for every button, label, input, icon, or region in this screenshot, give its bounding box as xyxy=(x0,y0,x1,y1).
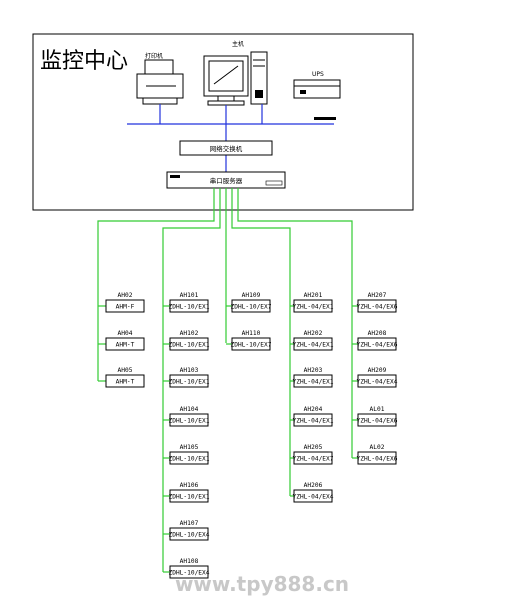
device-model: AHM-F xyxy=(116,303,135,310)
device-box xyxy=(169,337,209,351)
device-box xyxy=(293,299,333,313)
trunk-column-5 xyxy=(237,188,353,458)
device-box xyxy=(293,413,333,427)
device-tag: AH209 xyxy=(368,367,387,374)
device-model: ZDHL-10/EX1 xyxy=(169,417,210,424)
watermark-text: www.tpy888.cn xyxy=(175,572,349,596)
device-box xyxy=(105,374,145,388)
serial-server-label: 串口服务器 xyxy=(210,176,243,185)
device-model: YZHL-04/EX4 xyxy=(293,493,334,500)
switch-label: 网络交换机 xyxy=(210,144,243,153)
trunk-column-4 xyxy=(231,188,291,496)
monitoring-center-title: 监控中心 xyxy=(40,49,128,74)
device-tag: AH203 xyxy=(304,367,323,374)
device-box xyxy=(293,451,333,465)
device-box xyxy=(105,337,145,351)
device-tag: AH202 xyxy=(304,330,323,337)
device-model: YZHL-04/EX1 xyxy=(293,417,334,424)
device-tag: AH208 xyxy=(368,330,387,337)
device-box xyxy=(357,337,397,351)
device-tag: AH107 xyxy=(180,520,199,527)
device-box xyxy=(169,489,209,503)
trunk-column-1 xyxy=(97,188,215,381)
device-model: ZDHL-10/EX1 xyxy=(169,493,210,500)
device-model: ZDHL-10/EX1 xyxy=(169,341,210,348)
device-tag: AH101 xyxy=(180,292,199,299)
device-model: ZDHL-10/EX4 xyxy=(169,531,210,538)
device-tag: AH110 xyxy=(242,330,261,337)
device-box xyxy=(231,299,271,313)
device-box xyxy=(169,299,209,313)
device-model: ZDHL-10/EX7 xyxy=(231,341,272,348)
bus-terminator xyxy=(314,117,336,120)
device-box xyxy=(293,374,333,388)
device-model: YZHL-04/EX4 xyxy=(357,378,398,385)
device-tag: AH206 xyxy=(304,482,323,489)
device-model: AHM-T xyxy=(116,341,135,348)
device-box xyxy=(169,451,209,465)
host-label: 主机 xyxy=(232,40,244,48)
device-tag: AH201 xyxy=(304,292,323,299)
device-model: ZDHL-10/EX4 xyxy=(169,569,210,576)
device-box xyxy=(357,299,397,313)
device-tag: AH102 xyxy=(180,330,199,337)
device-tag: AH04 xyxy=(118,330,133,337)
device-model: AHM-T xyxy=(116,378,135,385)
device-box xyxy=(357,374,397,388)
device-model: YZHL-04/EX6 xyxy=(357,303,398,310)
device-tag: AH103 xyxy=(180,367,199,374)
device-model: YZHL-04/EX7 xyxy=(293,455,334,462)
device-box xyxy=(169,527,209,541)
field-devices: AH02AHM-FAH04AHM-TAH05AHM-TAH101ZDHL-10/… xyxy=(98,292,398,579)
device-tag: AL01 xyxy=(370,406,385,413)
device-model: YZHL-04/EX6 xyxy=(357,417,398,424)
device-tag: AH106 xyxy=(180,482,199,489)
device-tag: AL02 xyxy=(370,444,385,451)
device-box xyxy=(231,337,271,351)
device-box xyxy=(293,337,333,351)
device-model: ZDHL-10/EX1 xyxy=(169,303,210,310)
device-model: ZDHL-10/EX7 xyxy=(231,303,272,310)
device-model: YZHL-04/EX6 xyxy=(357,455,398,462)
device-box xyxy=(169,413,209,427)
device-box xyxy=(105,299,145,313)
device-box xyxy=(169,374,209,388)
serial-server-led xyxy=(170,175,180,178)
device-model: YZHL-04/EX1 xyxy=(293,378,334,385)
device-model: ZDHL-10/EX1 xyxy=(169,378,210,385)
ups-label: UPS xyxy=(312,71,324,78)
device-tag: AH204 xyxy=(304,406,323,413)
monitoring-center-frame xyxy=(32,33,414,211)
device-tag: AH109 xyxy=(242,292,261,299)
device-box xyxy=(357,451,397,465)
trunk-column-2 xyxy=(162,188,221,572)
ups-icon xyxy=(293,79,341,99)
printer-icon xyxy=(136,59,184,105)
device-tag: AH108 xyxy=(180,558,199,565)
device-model: YZHL-04/EX1 xyxy=(293,303,334,310)
device-model: YZHL-04/EX6 xyxy=(357,341,398,348)
device-box xyxy=(169,565,209,579)
device-tag: AH05 xyxy=(118,367,133,374)
device-tag: AH104 xyxy=(180,406,199,413)
device-box xyxy=(357,413,397,427)
device-tag: AH105 xyxy=(180,444,199,451)
device-tag: AH02 xyxy=(118,292,133,299)
printer-label: 打印机 xyxy=(145,52,163,60)
serial-server-ports xyxy=(265,180,283,186)
device-model: YZHL-04/EX1 xyxy=(293,341,334,348)
device-model: ZDHL-10/EX1 xyxy=(169,455,210,462)
device-tag: AH207 xyxy=(368,292,387,299)
device-tag: AH205 xyxy=(304,444,323,451)
device-box xyxy=(293,489,333,503)
host-computer-icon xyxy=(203,51,268,106)
network-switch xyxy=(179,140,273,156)
